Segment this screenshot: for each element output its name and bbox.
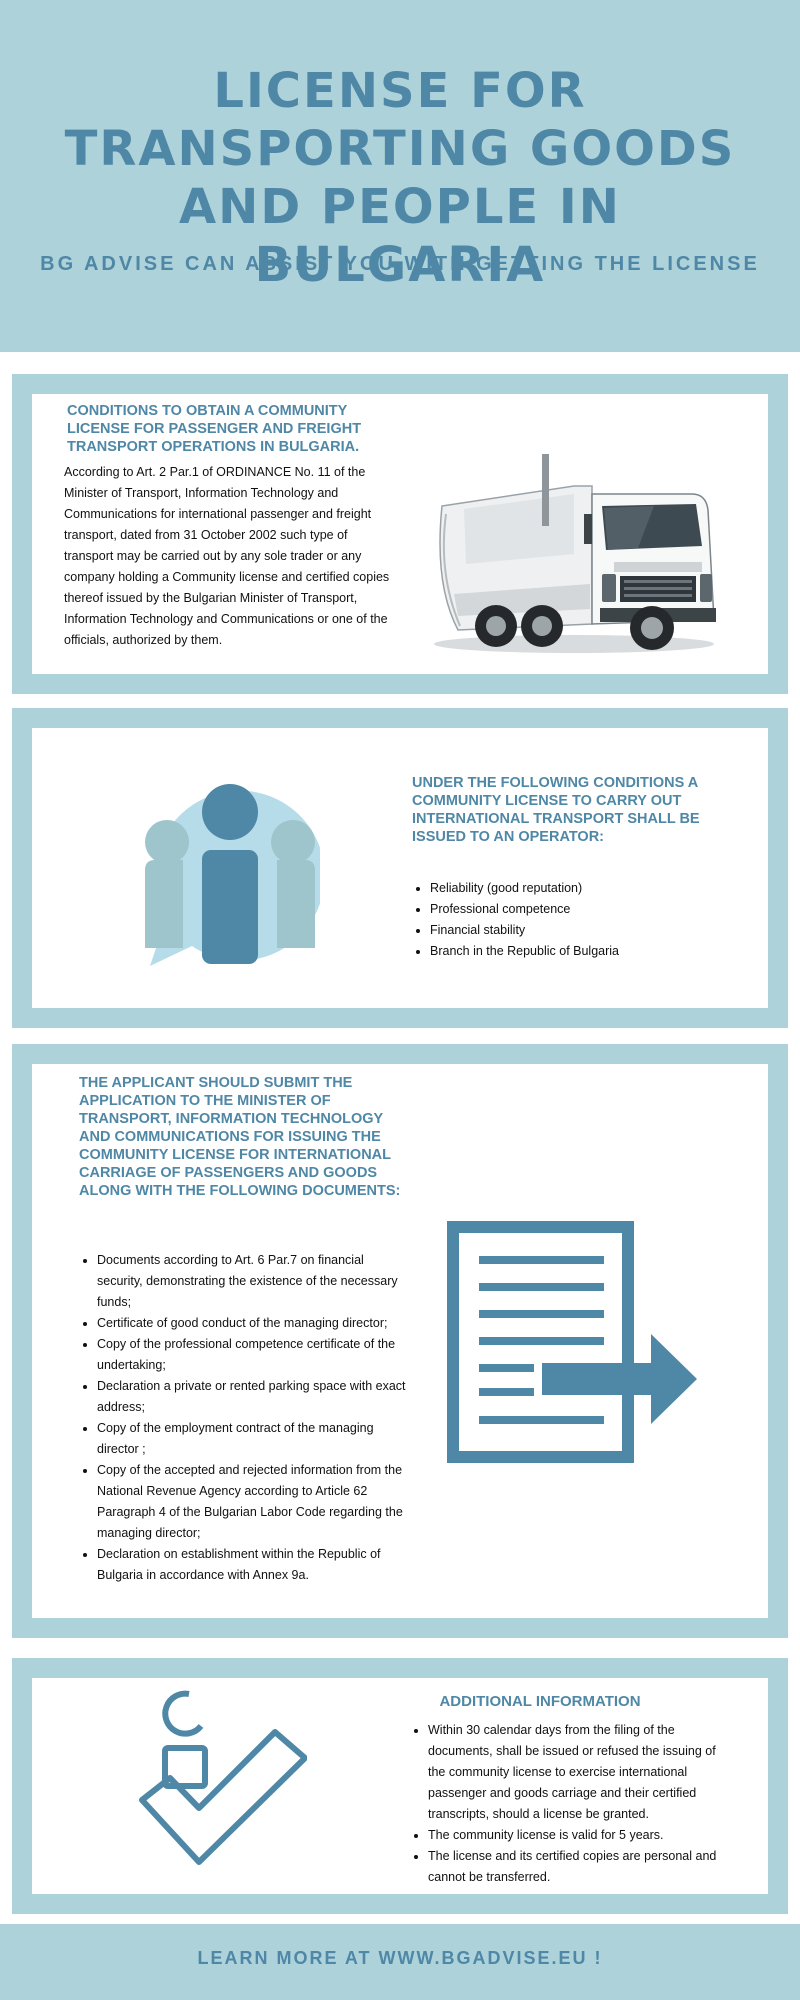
person-check-icon <box>139 1690 307 1865</box>
conditions-card: CONDITIONS TO OBTAIN A COMMUNITY LICENSE… <box>32 394 768 674</box>
list-item: Declaration on establishment within the … <box>97 1544 407 1586</box>
footer-banner: LEARN MORE AT WWW.BGADVISE.EU ! <box>0 1924 800 2000</box>
additional-section: ADDITIONAL INFORMATION Within 30 calenda… <box>12 1658 788 1914</box>
list-item: The license and its certified copies are… <box>428 1846 728 1888</box>
additional-title: ADDITIONAL INFORMATION <box>439 1693 641 1710</box>
list-item: Branch in the Republic of Bulgaria <box>430 941 750 962</box>
list-item: Within 30 calendar days from the filing … <box>428 1720 728 1825</box>
people-chat-icon <box>145 784 320 966</box>
page-title: LICENSE FOR TRANSPORTING GOODS AND PEOPL… <box>64 63 736 293</box>
list-item: Professional competence <box>430 899 750 920</box>
conditions-section: CONDITIONS TO OBTAIN A COMMUNITY LICENSE… <box>12 374 788 694</box>
documents-section: THE APPLICANT SHOULD SUBMIT THE APPLICAT… <box>12 1044 788 1638</box>
documents-title: THE APPLICANT SHOULD SUBMIT THE APPLICAT… <box>79 1075 401 1199</box>
operator-list: Reliability (good reputation) Profession… <box>412 878 750 962</box>
learn-more-text: LEARN MORE AT WWW.BGADVISE.EU ! <box>197 1948 603 1968</box>
document-export-icon <box>447 1221 697 1463</box>
documents-card: THE APPLICANT SHOULD SUBMIT THE APPLICAT… <box>32 1064 768 1618</box>
conditions-title: CONDITIONS TO OBTAIN A COMMUNITY LICENSE… <box>67 403 362 455</box>
list-item: Financial stability <box>430 920 750 941</box>
truck-image <box>434 454 716 653</box>
list-item: Copy of the employment contract of the m… <box>97 1418 407 1460</box>
page-subtitle: BG ADVISE CAN ASSIST YOU WITH GETTING TH… <box>40 253 760 275</box>
list-item: Certificate of good conduct of the manag… <box>97 1313 407 1334</box>
list-item: The community license is valid for 5 yea… <box>428 1825 728 1846</box>
operator-section: UNDER THE FOLLOWING CONDITIONS A COMMUNI… <box>12 708 788 1028</box>
list-item: Reliability (good reputation) <box>430 878 750 899</box>
conditions-body: According to Art. 2 Par.1 of ORDINANCE N… <box>64 465 390 647</box>
list-item: Copy of the professional competence cert… <box>97 1334 407 1376</box>
header-banner: LICENSE FOR TRANSPORTING GOODS AND PEOPL… <box>0 0 800 352</box>
operator-card: UNDER THE FOLLOWING CONDITIONS A COMMUNI… <box>32 728 768 1008</box>
additional-list: Within 30 calendar days from the filing … <box>410 1720 728 1888</box>
documents-list: Documents according to Art. 6 Par.7 on f… <box>79 1250 407 1586</box>
list-item: Documents according to Art. 6 Par.7 on f… <box>97 1250 407 1313</box>
operator-title: UNDER THE FOLLOWING CONDITIONS A COMMUNI… <box>412 775 700 845</box>
list-item: Declaration a private or rented parking … <box>97 1376 407 1418</box>
list-item: Copy of the accepted and rejected inform… <box>97 1460 407 1544</box>
additional-card: ADDITIONAL INFORMATION Within 30 calenda… <box>32 1678 768 1894</box>
